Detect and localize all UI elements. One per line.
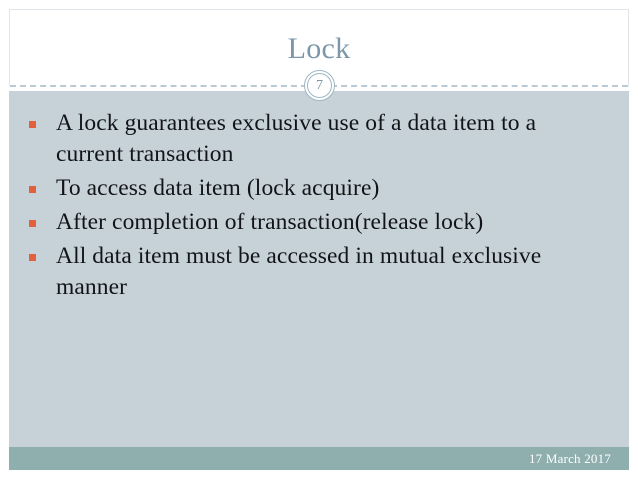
page-number-badge-ring	[307, 73, 332, 98]
bullet-text: All data item must be accessed in mutual…	[56, 243, 542, 300]
bullet-square-icon	[29, 121, 36, 128]
bullet-list: A lock guarantees exclusive use of a dat…	[29, 108, 605, 306]
bullet-text: After completion of transaction(release …	[56, 209, 484, 235]
bullet-text: To access data item (lock acquire)	[56, 175, 380, 201]
slide-body-panel: A lock guarantees exclusive use of a dat…	[9, 91, 629, 447]
list-item: After completion of transaction(release …	[29, 207, 605, 238]
bullet-square-icon	[29, 254, 36, 261]
slide-footer-bar: 17 March 2017	[9, 447, 629, 470]
list-item: A lock guarantees exclusive use of a dat…	[29, 108, 605, 170]
page-number-badge: 7	[304, 70, 335, 101]
page-number: 7	[316, 77, 323, 93]
list-item: All data item must be accessed in mutual…	[29, 241, 605, 303]
page-title: Lock	[287, 32, 351, 65]
bullet-text: A lock guarantees exclusive use of a dat…	[56, 110, 537, 167]
list-item: To access data item (lock acquire)	[29, 173, 605, 204]
bullet-square-icon	[29, 220, 36, 227]
bullet-square-icon	[29, 186, 36, 193]
footer-date: 17 March 2017	[528, 451, 611, 466]
